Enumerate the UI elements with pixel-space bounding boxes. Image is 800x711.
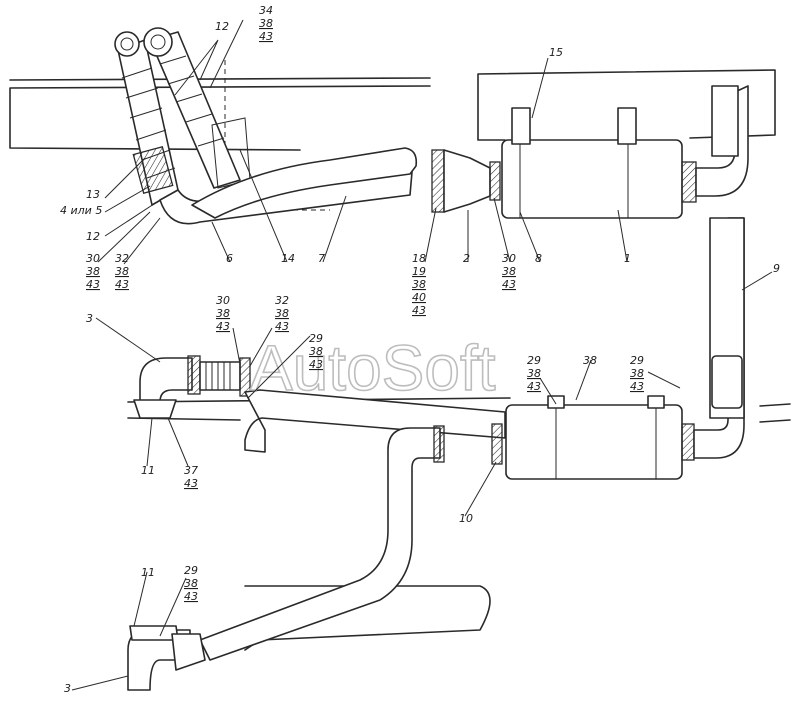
callout-38-clamp: 38 [583, 354, 597, 367]
callout-43-lower-3: 43 [309, 358, 323, 371]
callout-43-right: 43 [630, 380, 644, 393]
callout-38-mid: 38 [412, 278, 426, 291]
downpipe-s-bend [199, 427, 441, 661]
callout-9: 9 [773, 262, 780, 275]
callout-38-lower-3: 38 [309, 345, 323, 358]
callout-32-left: 32 [115, 252, 129, 265]
adapter-cone-2 [431, 149, 501, 213]
callout-38-left: 38 [86, 265, 100, 278]
callout-14: 14 [281, 252, 295, 265]
callout-43-left: 43 [86, 278, 100, 291]
callout-3-lower: 3 [64, 682, 71, 695]
callout-6: 6 [226, 252, 233, 265]
callout-11-upper: 11 [141, 464, 155, 477]
callout-43-mid-2: 43 [502, 278, 516, 291]
callout-43-top: 43 [259, 30, 273, 43]
callout-30-lower: 30 [216, 294, 230, 307]
callout-43-left-2: 43 [115, 278, 129, 291]
callout-43-bracket: 43 [184, 477, 198, 490]
muffler-1 [501, 107, 697, 219]
elbow-3-upper [133, 355, 251, 419]
callout-38-lower-2: 38 [275, 307, 289, 320]
frame-rail-left [9, 77, 431, 151]
callout-43-muffler: 43 [527, 380, 541, 393]
bottom-assembly: AutoSoft [127, 217, 791, 691]
callout-38-right: 38 [630, 367, 644, 380]
callout-29-bottom: 29 [184, 564, 198, 577]
callout-30-left: 30 [86, 252, 100, 265]
callout-43-bottom: 43 [184, 590, 198, 603]
frame-rail-bottom [244, 585, 491, 651]
callout-29-lower: 29 [309, 332, 323, 345]
callout-43-lower: 43 [216, 320, 230, 333]
callout-40: 40 [412, 291, 426, 304]
callout-10: 10 [459, 512, 473, 525]
callout-43-mid: 43 [412, 304, 426, 317]
callout-38-bottom: 38 [184, 577, 198, 590]
callout-12-top: 12 [215, 20, 229, 33]
callout-labels: 15 12 34 38 43 13 4 или 5 12 30 38 43 32… [60, 4, 780, 695]
callout-13: 13 [86, 188, 100, 201]
callout-32-lower: 32 [275, 294, 289, 307]
watermark-text: AutoSoft [250, 332, 496, 404]
callout-12-left: 12 [86, 230, 100, 243]
callout-38-left-2: 38 [115, 265, 129, 278]
callout-43-lower-2: 43 [275, 320, 289, 333]
callout-2: 2 [463, 252, 470, 265]
callout-11-lower: 11 [141, 566, 155, 579]
callout-18: 18 [412, 252, 426, 265]
muffler-lower [505, 395, 695, 480]
pipe-lower-horizontal [244, 389, 506, 453]
callout-29-right: 29 [630, 354, 644, 367]
leader-lines [71, 19, 773, 691]
callout-15: 15 [549, 46, 563, 59]
top-assembly [9, 27, 776, 225]
callout-38-lower: 38 [216, 307, 230, 320]
callout-1: 1 [624, 252, 631, 265]
callout-30-mid: 30 [502, 252, 516, 265]
manifold-pipe-left [114, 31, 179, 206]
callout-38-muffler: 38 [527, 367, 541, 380]
callout-4-or-5: 4 или 5 [60, 204, 102, 217]
callout-38-mid-2: 38 [502, 265, 516, 278]
callout-19: 19 [412, 265, 426, 278]
callout-38-top: 38 [259, 17, 273, 30]
callout-34: 34 [259, 4, 273, 17]
callout-37: 37 [184, 464, 198, 477]
callout-29-muffler: 29 [527, 354, 541, 367]
callout-3-upper: 3 [86, 312, 93, 325]
callout-7: 7 [318, 252, 325, 265]
elbow-3-lower [127, 625, 206, 691]
callout-8: 8 [535, 252, 542, 265]
